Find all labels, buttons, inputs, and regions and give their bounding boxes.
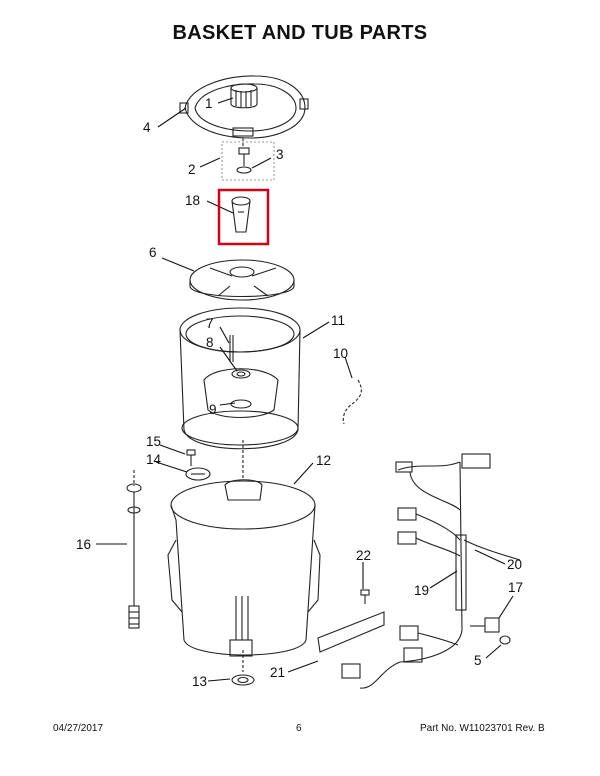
- highlight-box: [217, 188, 270, 246]
- impeller-part-6: [189, 259, 295, 301]
- wiring-harness-part-19: [341, 453, 521, 689]
- footer-part-number: Part No. W11023701 Rev. B: [420, 723, 545, 734]
- callout-16: 16: [76, 537, 91, 552]
- washer-part-3: [236, 166, 252, 174]
- footer-date: 04/27/2017: [53, 723, 104, 734]
- callout-21: 21: [270, 665, 285, 680]
- screw-part-5: [499, 635, 511, 645]
- callout-7: 7: [206, 316, 214, 331]
- callout-11: 11: [331, 313, 345, 328]
- panel-part-21: [317, 611, 385, 653]
- seal-part-9: [230, 399, 252, 409]
- cap-part-1: [230, 83, 258, 109]
- callout-22: 22: [356, 548, 371, 563]
- callout-4: 4: [143, 120, 151, 135]
- callout-13: 13: [192, 674, 207, 689]
- outer-tub-part-12: [167, 479, 321, 657]
- basket-part-11: [179, 307, 301, 450]
- bearing-part-13: [231, 674, 255, 686]
- callout-19: 19: [414, 583, 429, 598]
- screw-part-15: [186, 449, 196, 466]
- callout-10: 10: [333, 346, 348, 361]
- shaft-part-7: [229, 335, 234, 362]
- callout-17: 17: [508, 580, 523, 595]
- suspension-rod-part-16: [126, 483, 142, 629]
- drain-hose-part-10: [342, 379, 362, 425]
- callout-18: 18: [185, 193, 200, 208]
- callout-5: 5: [474, 653, 482, 668]
- screw-part-22: [360, 589, 370, 604]
- callout-2: 2: [188, 162, 196, 177]
- callout-15: 15: [146, 434, 161, 449]
- callout-3: 3: [276, 147, 284, 162]
- tub-ring-part-4: [179, 75, 309, 139]
- callout-12: 12: [316, 453, 331, 468]
- callout-14: 14: [146, 452, 162, 467]
- callout-6: 6: [149, 245, 157, 260]
- callout-9: 9: [209, 402, 217, 417]
- page-title: BASKET AND TUB PARTS: [172, 22, 428, 44]
- footer-page-number: 6: [296, 723, 302, 734]
- wire-clip-part-17: [470, 617, 500, 633]
- callout-1: 1: [205, 96, 213, 111]
- callout-20: 20: [507, 557, 522, 572]
- agitator-cap-part-18: [231, 196, 251, 233]
- callout-8: 8: [206, 335, 214, 350]
- bolt-part-2: [238, 147, 250, 166]
- nut-part-8: [231, 369, 251, 379]
- bracket-part-14: [185, 467, 211, 481]
